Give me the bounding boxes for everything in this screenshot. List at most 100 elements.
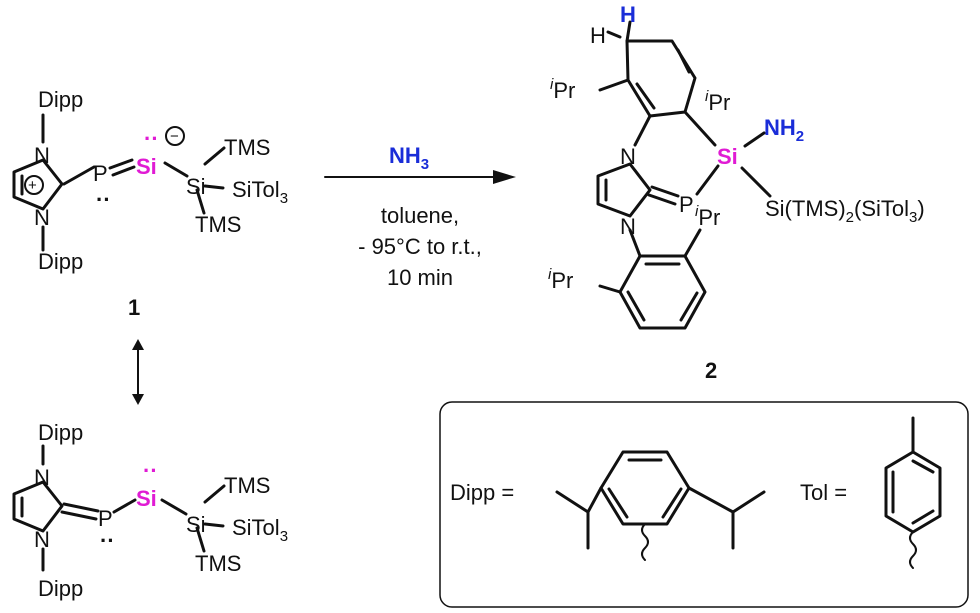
c1-plus: + [28, 177, 37, 194]
ipr-main-1: Pr [553, 78, 575, 103]
c2-aryl-ring [618, 254, 707, 330]
n-aryl-bond [628, 228, 642, 258]
si-sitol-bond [203, 184, 225, 190]
c-p-double-a [650, 185, 680, 198]
c1-p: P [93, 161, 108, 186]
compound-2-number: 2 [705, 358, 717, 383]
ch2-hblue-bond [625, 20, 632, 43]
res-p: P [98, 506, 113, 531]
nh2-sub: 2 [796, 128, 804, 145]
res-p-si-bond [112, 498, 137, 514]
c1-minus: − [170, 128, 179, 145]
c2-substituent: Si(TMS)2(SiTol3) [765, 196, 925, 226]
c1-si-center: Si [136, 154, 157, 179]
legend-tol-label: Tol = [800, 480, 847, 505]
res-n-top: N [34, 465, 50, 490]
compound-1-structure: N Dipp N Dipp + P ·· Si ·· − Si TMS TMS … [12, 87, 288, 274]
si-si-bond [163, 161, 189, 178]
dipp-attachment-wavy [641, 523, 649, 561]
c2-si: Si [717, 144, 738, 169]
abbreviation-legend: Dipp = Tol = [439, 401, 969, 608]
compound-1-number: 1 [128, 295, 140, 320]
ring-db-1 [676, 48, 691, 74]
c1-si-right: Si [186, 174, 206, 199]
minus-charge-circle [165, 126, 185, 146]
si-nh2-bond [743, 131, 766, 148]
res-imidazole-ring [12, 480, 64, 533]
ipr-sup-3: i [695, 203, 699, 220]
ring-si-bond [683, 110, 717, 147]
tol-structure [884, 416, 942, 569]
dearomatized-ring [625, 39, 697, 118]
reagent-nh3: NH3 [389, 143, 429, 173]
res-si-sitol-bond [203, 522, 225, 528]
ring-n-bond [633, 114, 652, 147]
subst-a-idx: 2 [846, 209, 854, 226]
dipp-ipr-right-stem [687, 486, 735, 514]
res-sitol-main: SiTol [232, 515, 280, 540]
tol-db-2 [911, 509, 935, 525]
ipr-main-4: Pr [551, 268, 573, 293]
res-si-center: Si [136, 486, 157, 511]
res-p-lone-pair: ·· [100, 528, 115, 553]
imidazole-ring [12, 158, 64, 211]
ipr-bond-aryl-left [598, 284, 622, 294]
reaction-arrow [324, 170, 516, 184]
c1-sitol-sub: 3 [280, 190, 288, 207]
res-si-right: Si [186, 512, 206, 537]
res-si-si-bond [160, 498, 188, 516]
c1-tms-top: TMS [224, 135, 270, 160]
dipp-db-3 [607, 487, 629, 519]
plus-charge-circle [24, 175, 44, 195]
p-si-double-bond-b [111, 165, 136, 177]
c1-n-bottom: N [34, 205, 50, 230]
p-si-double-bond-a [108, 158, 134, 170]
compound-2-structure: H H iPr iPr N N P Si NH2 Si(TMS)2(SiTol3… [548, 2, 925, 330]
condition-solvent: toluene, [381, 203, 459, 228]
resonance-structure: N Dipp N Dipp P ·· Si ·· Si TMS TMS SiTo… [12, 420, 288, 601]
c2-n-bottom: N [620, 214, 636, 239]
c2-h-blue: H [620, 2, 636, 27]
c2-ipr-top-right: iPr [705, 88, 730, 115]
c1-n-top: N [34, 143, 50, 168]
c2-nh2: NH2 [764, 115, 804, 145]
dipp-structure [555, 450, 766, 561]
ipr-main-3: Pr [698, 205, 720, 230]
c1-tms-bottom: TMS [195, 212, 241, 237]
dipp-ring [599, 450, 691, 526]
ipr-sup-2: i [705, 88, 709, 105]
dipp-db-2 [661, 487, 683, 519]
c1-si-lone-pair: ·· [144, 126, 159, 151]
ipr-sup-1: i [550, 76, 554, 93]
c2-n-top: N [620, 144, 636, 169]
c1-sitol: SiTol3 [232, 177, 288, 207]
legend-box [439, 401, 969, 608]
aryl-db-3 [626, 290, 646, 322]
dipp-ipr-left-stem [586, 486, 603, 514]
c1-sitol-main: SiTol [232, 177, 280, 202]
subst-b-idx: 3 [909, 209, 917, 226]
ipr-bond-aryl-right [683, 228, 702, 258]
reagent-sub: 3 [421, 156, 429, 173]
res-tms-bottom: TMS [195, 551, 241, 576]
tol-db-1 [911, 459, 935, 474]
res-si-tms-bond-top [203, 484, 226, 504]
resonance-arrow [132, 339, 144, 405]
c-p-bond [62, 165, 96, 186]
condition-time: 10 min [387, 265, 453, 290]
res-si-tms-bond-bottom [195, 526, 206, 553]
subst-c: ) [917, 196, 924, 221]
c2-ipr-top-left: iPr [550, 76, 575, 103]
c1-dipp-bottom: Dipp [38, 249, 83, 274]
c2-p: P [679, 192, 694, 217]
c1-dipp-top: Dipp [38, 87, 83, 112]
subst-a: Si(TMS) [765, 196, 846, 221]
res-c-p-double-a [62, 502, 100, 513]
ipr-main-2: Pr [708, 90, 730, 115]
c2-h-black: H [590, 23, 606, 48]
ipr-bond-top-left [598, 78, 630, 92]
condition-temperature: - 95°C to r.t., [358, 234, 482, 259]
res-tms-top: TMS [224, 473, 270, 498]
c2-imidazole-ring [596, 162, 652, 218]
